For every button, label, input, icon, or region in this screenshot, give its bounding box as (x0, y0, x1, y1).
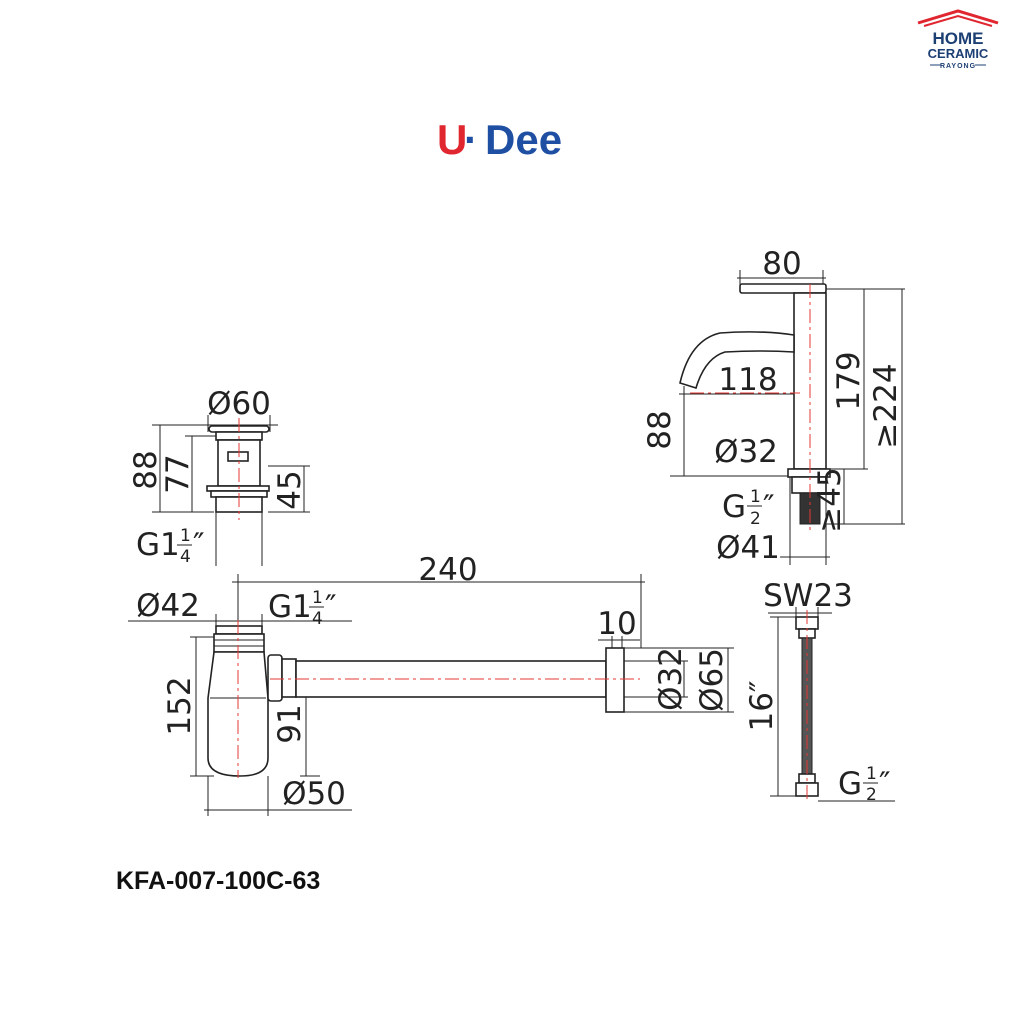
hose-thread-mark: ″ (879, 766, 891, 802)
trap-top-diameter-label: Ø42 (136, 588, 200, 624)
faucet-thread-mark: ″ (763, 489, 775, 525)
popup-drain-drawing: Ø60 88 77 45 G1 1 4 ″ (128, 386, 310, 567)
trap-flange-thickness-label: 10 (597, 606, 636, 642)
udee-logo-dot: · (464, 116, 478, 163)
drain-height-thread-label: 45 (272, 470, 308, 509)
hose-thread-denominator: 2 (866, 785, 877, 805)
dealer-name-line1: HOME (933, 29, 984, 48)
faucet-shank-length-label: ≥45 (812, 467, 848, 532)
udee-logo: U · Dee (437, 116, 562, 163)
drain-thread-denominator: 4 (180, 547, 191, 567)
drain-thread-numerator: 1 (180, 526, 191, 546)
faucet-total-height-label: ≥224 (868, 363, 904, 448)
udee-logo-dee: Dee (485, 116, 562, 163)
drain-diameter-top-label: Ø60 (207, 386, 271, 422)
faucet-body-height-label: 179 (831, 351, 867, 410)
trap-flange-diameter-label: Ø65 (694, 648, 730, 712)
bottle-trap-drawing: 240 Ø42 G1 1 4 ″ 10 Ø32 Ø65 152 91 Ø50 (128, 552, 734, 816)
hose-wrench-size-label: SW23 (763, 578, 853, 614)
faucet-drawing: 80 118 179 ≥224 88 Ø32 ≥45 Ø41 G 1 2 ″ (642, 246, 905, 566)
trap-thread-denominator: 4 (312, 609, 323, 629)
hose-length-label: 16″ (744, 680, 780, 731)
dealer-name-line3: RAYONG (940, 63, 976, 70)
model-code: KFA-007-100C-63 (116, 867, 320, 895)
trap-body-diameter-label: Ø50 (282, 776, 346, 812)
drain-height-total-label: 88 (128, 450, 164, 489)
faucet-base-diameter-label: Ø41 (716, 530, 780, 566)
drain-thread-label: G1 (136, 527, 180, 563)
trap-length-label: 240 (418, 552, 477, 588)
faucet-thread-numerator: 1 (750, 487, 761, 507)
trap-thread-numerator: 1 (312, 588, 323, 608)
home-ceramic-logo: HOME CERAMIC RAYONG (917, 9, 999, 70)
udee-logo-u: U (437, 116, 467, 163)
faucet-width-label: 80 (762, 246, 801, 282)
drain-thread-mark: ″ (193, 527, 205, 563)
trap-thread-label: G1 (268, 589, 312, 625)
faucet-spout-reach-label: 118 (718, 362, 777, 398)
drain-height-body-label: 77 (160, 454, 196, 493)
trap-thread-mark: ″ (325, 589, 337, 625)
hose-thread-numerator: 1 (866, 764, 877, 784)
dealer-name-line2: CERAMIC (928, 46, 989, 61)
trap-outlet-height-label: 91 (272, 704, 308, 743)
faucet-spout-height-label: 88 (642, 410, 678, 449)
hose-thread-label: G (838, 766, 862, 802)
faucet-body-diameter-label: Ø32 (714, 434, 778, 470)
flex-hose-drawing: SW23 16″ G 1 2 ″ (744, 578, 895, 805)
faucet-thread-label: G (722, 489, 746, 525)
faucet-thread-denominator: 2 (750, 509, 761, 529)
trap-height-label: 152 (162, 676, 198, 735)
trap-pipe-diameter-label: Ø32 (653, 647, 689, 711)
